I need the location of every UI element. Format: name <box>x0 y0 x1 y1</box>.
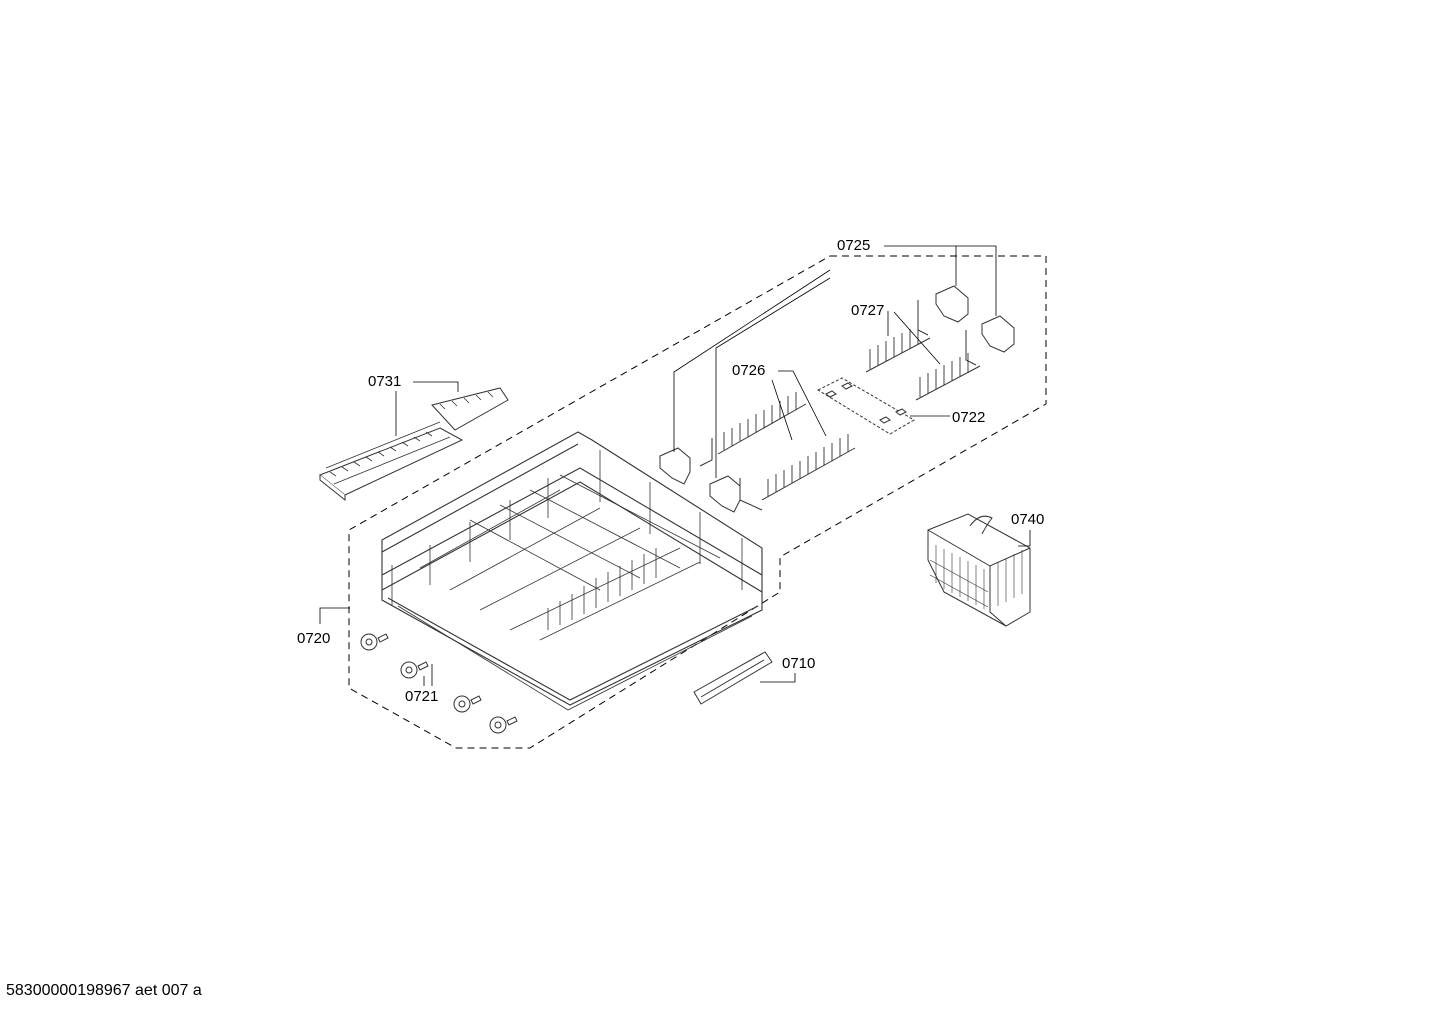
part-0726-racks <box>699 392 856 511</box>
leader-0726 <box>771 370 827 441</box>
part-0727-racks <box>865 300 981 401</box>
part-label-0722: 0722 <box>951 409 987 426</box>
part-label-0731: 0731 <box>367 373 403 390</box>
part-0710-handle <box>693 651 773 705</box>
part-label-0740: 0740 <box>1010 511 1046 528</box>
leader-0727 <box>887 311 941 365</box>
part-label-0710: 0710 <box>781 655 817 672</box>
part-0720-lower-basket <box>381 431 763 711</box>
document-code-footer: 58300000198967 aet 007 a <box>6 982 202 999</box>
part-0731-shelf-inserts <box>319 387 509 502</box>
leader-0725 <box>673 245 997 478</box>
leader-0720 <box>319 607 350 624</box>
leader-0721 <box>423 664 433 686</box>
part-0740-cutlery-basket <box>927 513 1031 627</box>
part-0721-wheels <box>360 633 518 734</box>
part-0725-clips <box>659 285 1015 513</box>
leader-0740 <box>1018 530 1031 547</box>
part-label-0720: 0720 <box>296 630 332 647</box>
part-label-0727: 0727 <box>850 302 886 319</box>
leader-0710 <box>760 673 796 683</box>
part-label-0725: 0725 <box>836 237 872 254</box>
part-label-0726: 0726 <box>731 362 767 379</box>
assembly-boundary-dashed <box>348 255 1047 749</box>
leader-0731 <box>395 381 459 436</box>
part-0722-hinges <box>816 377 915 435</box>
part-label-0721: 0721 <box>404 688 440 705</box>
